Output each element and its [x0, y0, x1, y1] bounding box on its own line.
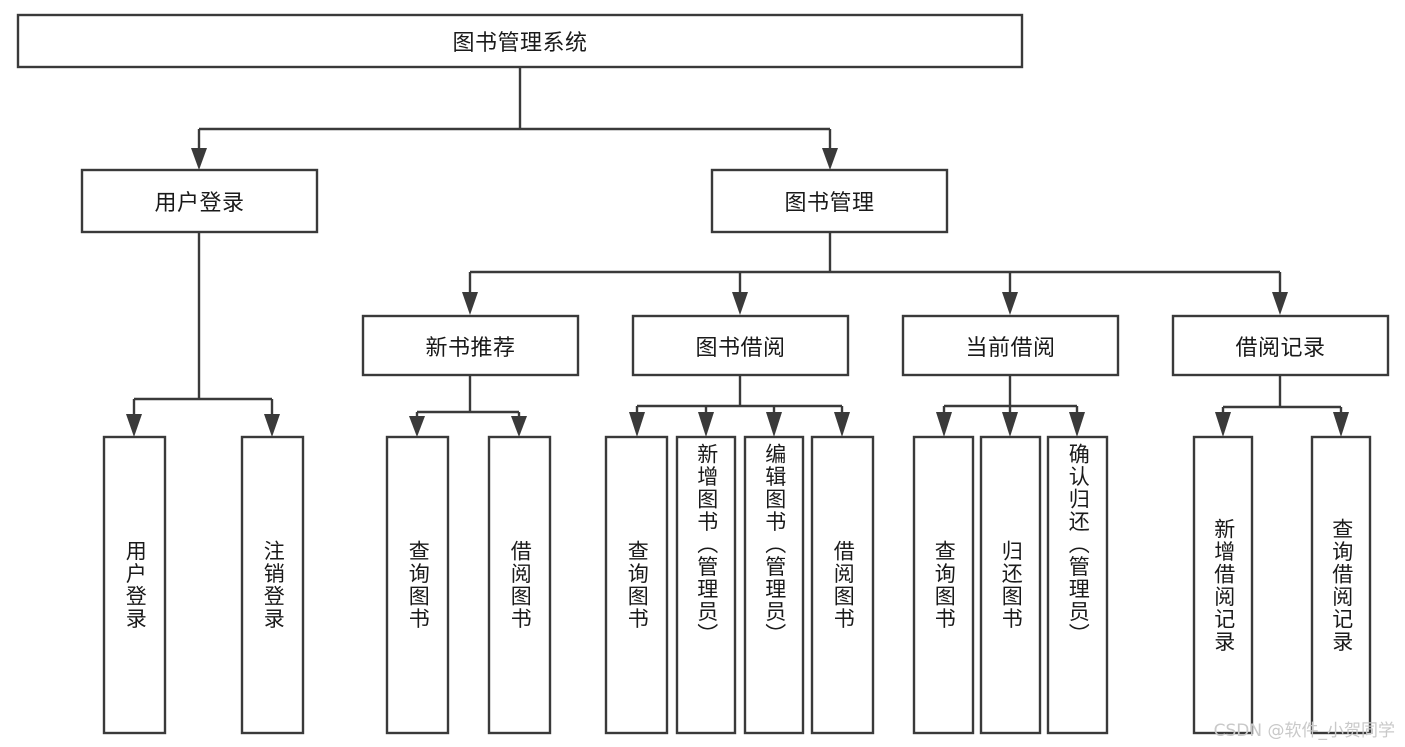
node-borrow-record[interactable]	[1171, 314, 1390, 377]
connector-group-book-mgmt-to-level3	[462, 232, 1288, 315]
node-new-book-recommend[interactable]	[361, 314, 580, 377]
arrow-head-leaf-user-login	[126, 414, 142, 437]
node-leaf-return-book[interactable]	[979, 435, 1042, 735]
node-leaf-borrow-book-b[interactable]	[810, 435, 875, 735]
arrow-head-leaf-logout	[264, 414, 280, 437]
arrow-head-leaf-bookborrow-4	[834, 412, 850, 437]
node-leaf-user-login[interactable]	[102, 435, 167, 735]
arrow-head-leaf-newbook-1	[409, 416, 425, 437]
arrow-head-leaf-borrowrecord-2	[1333, 412, 1349, 437]
arrow-head-new-book	[462, 292, 478, 315]
node-book-borrow[interactable]	[631, 314, 850, 377]
node-leaf-query-borrow-record[interactable]	[1310, 435, 1372, 735]
arrow-head-leaf-borrowrecord-1	[1215, 412, 1231, 437]
node-book-management[interactable]	[710, 168, 949, 234]
arrow-head-book-mgmt	[822, 148, 838, 170]
arrow-head-leaf-currentborrow-2	[1002, 412, 1018, 437]
arrow-head-current-borrow	[1002, 292, 1018, 315]
node-user-login[interactable]	[80, 168, 319, 234]
arrow-head-borrow-record	[1272, 292, 1288, 315]
node-leaf-borrow-book-a[interactable]	[487, 435, 552, 735]
node-leaf-edit-book-admin[interactable]	[743, 435, 805, 735]
node-leaf-query-book-b[interactable]	[604, 435, 669, 735]
connector-group-new-book-to-leaves	[409, 375, 527, 437]
connector-group-root-to-level2	[191, 68, 838, 170]
arrow-head-leaf-bookborrow-2	[698, 412, 714, 437]
node-leaf-query-book-a[interactable]	[385, 435, 450, 735]
arrow-head-book-borrow	[732, 292, 748, 315]
node-leaf-confirm-return-admin[interactable]	[1046, 435, 1109, 735]
node-current-borrow[interactable]	[901, 314, 1120, 377]
connector-group-user-login-to-leaves	[126, 232, 280, 437]
node-leaf-add-borrow-record[interactable]	[1192, 435, 1254, 735]
arrow-head-user-login	[191, 148, 207, 170]
node-leaf-add-book-admin[interactable]	[675, 435, 737, 735]
node-root-book-management-system[interactable]	[16, 13, 1024, 69]
node-leaf-logout[interactable]	[240, 435, 305, 735]
arrow-head-leaf-currentborrow-3	[1069, 412, 1085, 437]
arrow-head-leaf-bookborrow-1	[629, 412, 645, 437]
connector-group-book-borrow-to-leaves	[629, 375, 850, 437]
connector-group-borrow-record-to-leaves	[1215, 375, 1349, 437]
node-leaf-query-book-c[interactable]	[912, 435, 975, 735]
connector-group-current-borrow-to-leaves	[936, 375, 1085, 437]
arrow-head-leaf-newbook-2	[511, 416, 527, 437]
arrow-head-leaf-bookborrow-3	[766, 412, 782, 437]
arrow-head-leaf-currentborrow-1	[936, 412, 952, 437]
